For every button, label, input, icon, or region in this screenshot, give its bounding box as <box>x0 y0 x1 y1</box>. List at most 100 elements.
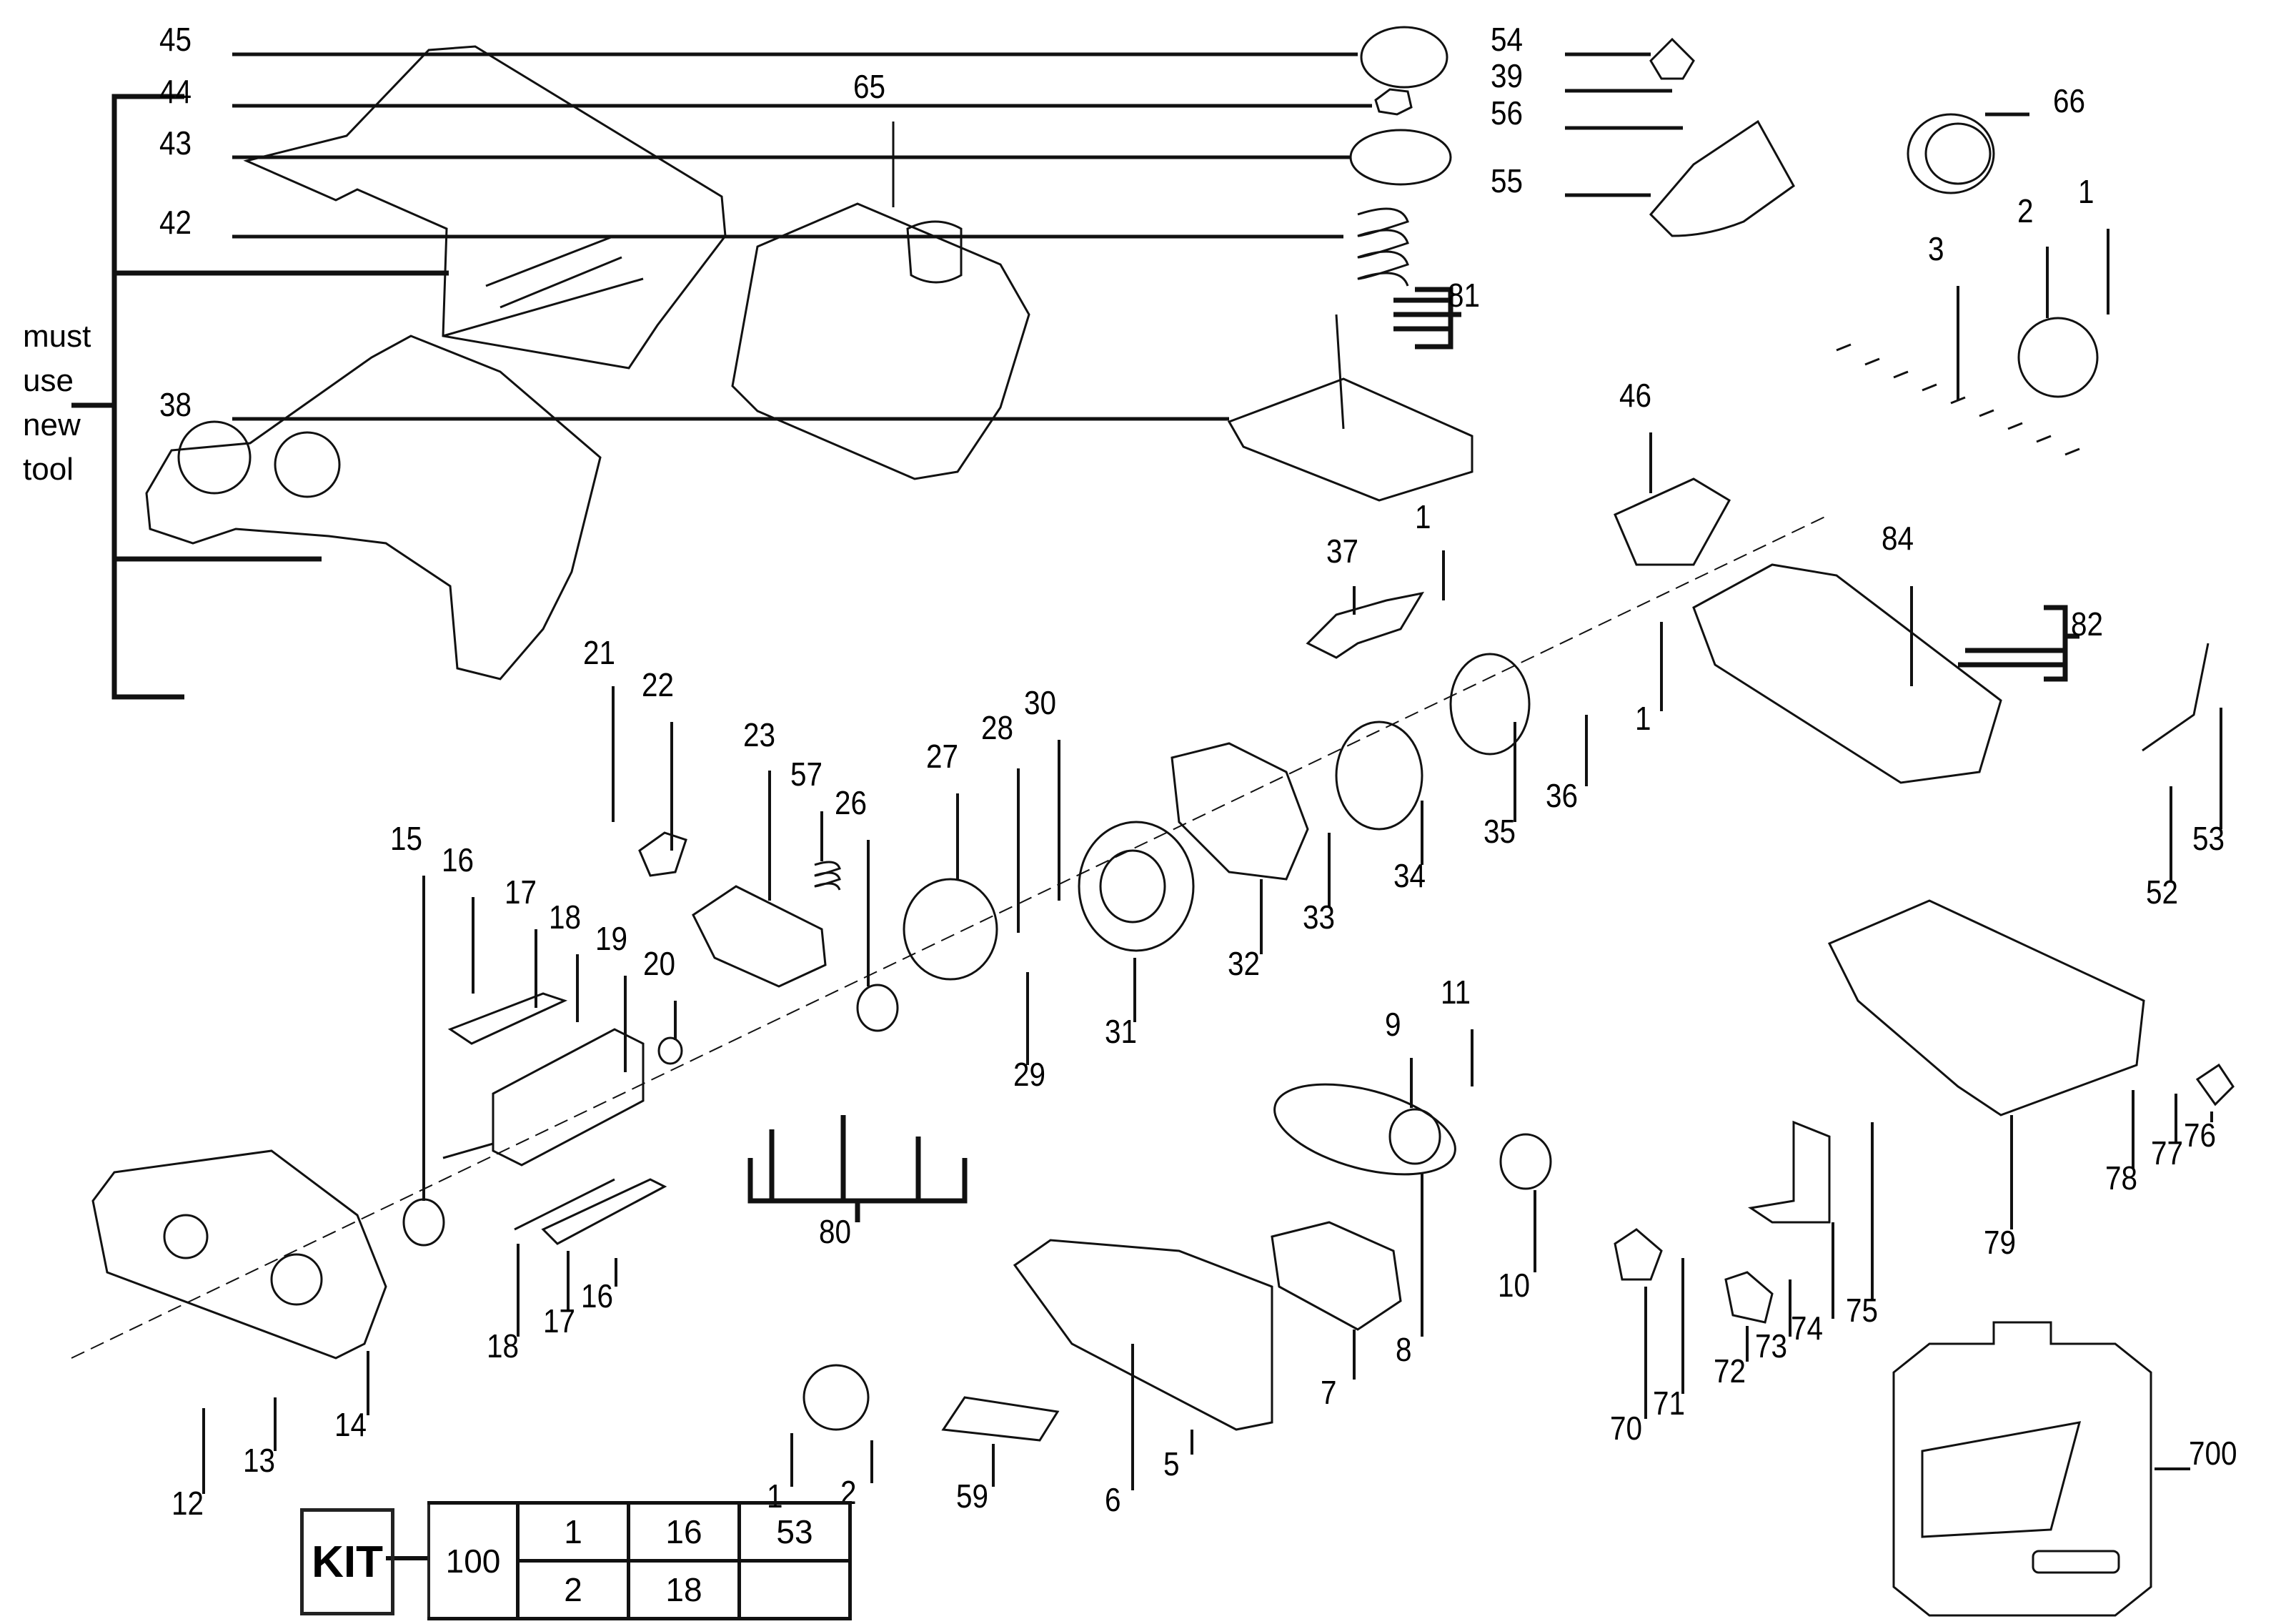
callout-label: 9 <box>1385 1006 1401 1043</box>
callout-leaders-knob <box>232 52 1372 421</box>
collar-2-bottom <box>802 1364 870 1431</box>
dial-43 <box>1349 129 1452 186</box>
case-fuel-badge <box>2032 1550 2120 1574</box>
note-line: must <box>23 319 91 354</box>
callout-label: 23 <box>743 716 776 753</box>
rod-53 <box>2142 643 2210 752</box>
callout-label: 17 <box>543 1302 576 1340</box>
callout-label: 7 <box>1321 1374 1337 1411</box>
cap-54 <box>1649 37 1695 80</box>
callout-label: 34 <box>1393 857 1426 894</box>
callout-label: 37 <box>1326 533 1359 570</box>
callout-label: 54 <box>1491 21 1524 58</box>
dust-bag-part <box>731 202 1030 480</box>
callout-label: 31 <box>1105 1013 1138 1050</box>
callout-label: 21 <box>583 634 616 671</box>
callout-label: 78 <box>2105 1159 2138 1197</box>
callout-label: 5 <box>1163 1445 1180 1482</box>
lock-22 <box>638 831 687 877</box>
kit-part <box>737 1559 852 1620</box>
callout-leaders-motor <box>1260 550 2222 954</box>
callout-label: 65 <box>853 68 886 105</box>
edge-guide-79 <box>1827 899 2145 1116</box>
callout-label: 72 <box>1714 1352 1746 1390</box>
bracket-81 <box>1393 287 1461 350</box>
callout-leaders-front <box>422 686 1136 1337</box>
callout-label: 42 <box>159 204 192 241</box>
callout-label: 18 <box>487 1327 520 1365</box>
callout-label: 1 <box>1635 700 1651 737</box>
callout-label: 71 <box>1653 1385 1686 1422</box>
kit-table: 100 1 16 53 2 18 <box>427 1501 852 1620</box>
callout-label: 56 <box>1491 94 1524 132</box>
cutter-head-19 <box>442 1028 645 1167</box>
housing-lower-fan <box>177 420 252 495</box>
callout-label: 43 <box>159 124 192 162</box>
callout-label: 55 <box>1491 162 1524 199</box>
blade-clamp-17 <box>447 992 568 1045</box>
callout-label: 84 <box>1882 520 1914 557</box>
baffle-31-inner <box>1099 849 1166 924</box>
callout-label: 1 <box>1415 498 1431 535</box>
kit-label: KIT <box>300 1508 394 1615</box>
callout-leaders-right <box>1649 229 2109 493</box>
screw-row-3 <box>1836 343 2080 456</box>
cover-7 <box>1271 1221 1402 1331</box>
rear-shoe-84 <box>1692 563 2002 784</box>
kit-part: 53 <box>737 1501 852 1563</box>
baffle-31 <box>1078 821 1195 952</box>
armature-27 <box>903 878 998 981</box>
callout-label: 66 <box>2053 82 2086 119</box>
callout-label: 10 <box>1498 1267 1531 1304</box>
pulley-10 <box>1499 1133 1552 1190</box>
callout-label: 13 <box>243 1442 276 1479</box>
callout-label: 45 <box>159 21 192 58</box>
knob-45 <box>1360 26 1448 89</box>
kit-part: 2 <box>516 1559 630 1620</box>
callout-leaders-fence <box>2010 1090 2213 1229</box>
housing-bracket <box>71 94 449 700</box>
depth-plate-38 <box>1227 314 1473 502</box>
adapter-66 <box>1907 113 1995 194</box>
callout-label: 75 <box>1846 1292 1879 1329</box>
callout-label: 39 <box>1491 57 1524 94</box>
callout-label: 74 <box>1791 1309 1824 1347</box>
callout-leaders-small <box>1644 1122 1874 1419</box>
callout-label: 16 <box>442 841 474 878</box>
callout-label: 2 <box>840 1474 857 1511</box>
callout-label: 26 <box>835 784 868 821</box>
callout-label: 77 <box>2151 1134 2184 1172</box>
callout-label: 27 <box>926 738 959 775</box>
chip-chute-55 <box>1649 119 1795 237</box>
motor-housing-32 <box>1171 742 1309 881</box>
callout-label: 36 <box>1546 777 1579 814</box>
case-logo-panel <box>1921 1421 2082 1538</box>
callout-label: 44 <box>159 73 192 110</box>
callout-label: 14 <box>334 1406 367 1443</box>
dust-bag-spout <box>906 220 963 284</box>
callout-label: 53 <box>2192 820 2225 857</box>
carry-case-700 <box>1892 1321 2152 1617</box>
bearing-15 <box>402 1198 445 1247</box>
callout-label: 32 <box>1228 945 1261 982</box>
callout-label: 19 <box>595 920 628 957</box>
callout-label: 8 <box>1396 1331 1412 1368</box>
callout-label: 59 <box>956 1477 989 1515</box>
adapter-66-inner <box>1924 122 1992 185</box>
callout-label: 70 <box>1610 1410 1643 1447</box>
callout-label: 57 <box>790 756 823 793</box>
callout-label: 80 <box>819 1213 852 1250</box>
callout-label: 81 <box>1448 277 1481 314</box>
callout-label: 17 <box>505 873 537 911</box>
callout-label: 6 <box>1105 1481 1121 1518</box>
spring-57 <box>814 861 841 891</box>
switch-23 <box>692 885 827 988</box>
callout-label: 18 <box>549 898 582 936</box>
trigger-37 <box>1306 591 1425 659</box>
knob-76 <box>2195 1063 2235 1106</box>
note-line: new <box>23 407 81 442</box>
label-59 <box>941 1396 1060 1442</box>
callout-label: 73 <box>1755 1327 1788 1365</box>
kit-part: 1 <box>516 1501 630 1563</box>
